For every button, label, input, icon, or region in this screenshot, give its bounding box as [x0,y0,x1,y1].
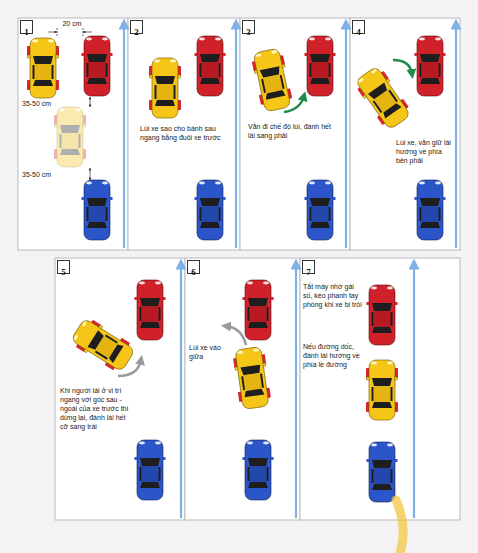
step-number: 6 [187,260,200,274]
step-number-text: 2 [134,27,139,38]
instruction-note: Khi người lái ở vị trí ngang với góc sau… [60,386,134,431]
dimension-label: 35-50 cm [22,99,58,108]
step-number: 5 [57,260,70,274]
step-number: 3 [242,20,255,34]
step-number-text: 4 [356,27,361,38]
instruction-note: Tắt máy nhớ gài số, kéo phanh tay phòng … [303,282,363,309]
step-number-text: 5 [61,267,66,278]
traffic-direction [124,24,456,518]
step-number: 2 [130,20,143,34]
instruction-note: Nếu đường dốc, đánh lái hướng về phía lề… [303,342,363,369]
step-number: 7 [302,260,315,274]
dimension-label: 20 cm [52,19,92,28]
panel-frames [18,18,460,520]
instruction-note: Lùi xe sao cho bánh sau ngang bằng đuôi … [140,124,226,142]
dimension-label: 35-50 cm [22,170,58,179]
step-number: 4 [352,20,365,34]
step-number-text: 7 [306,267,311,278]
instruction-note: Vẫn đi chế độ lùi, đánh hết lái sang phả… [248,122,338,140]
step-number: 1 [20,20,33,34]
steering-arrows [118,60,412,376]
step-number-text: 3 [246,27,251,38]
instruction-note: Lùi xe vào giữa [189,343,231,361]
step-number-text: 6 [191,267,196,278]
cars [27,36,446,502]
step-number-text: 1 [24,27,29,38]
highlight-stroke [396,500,403,553]
instruction-note: Lùi xe, vẫn giữ lái hướng về phía bên ph… [396,138,454,165]
